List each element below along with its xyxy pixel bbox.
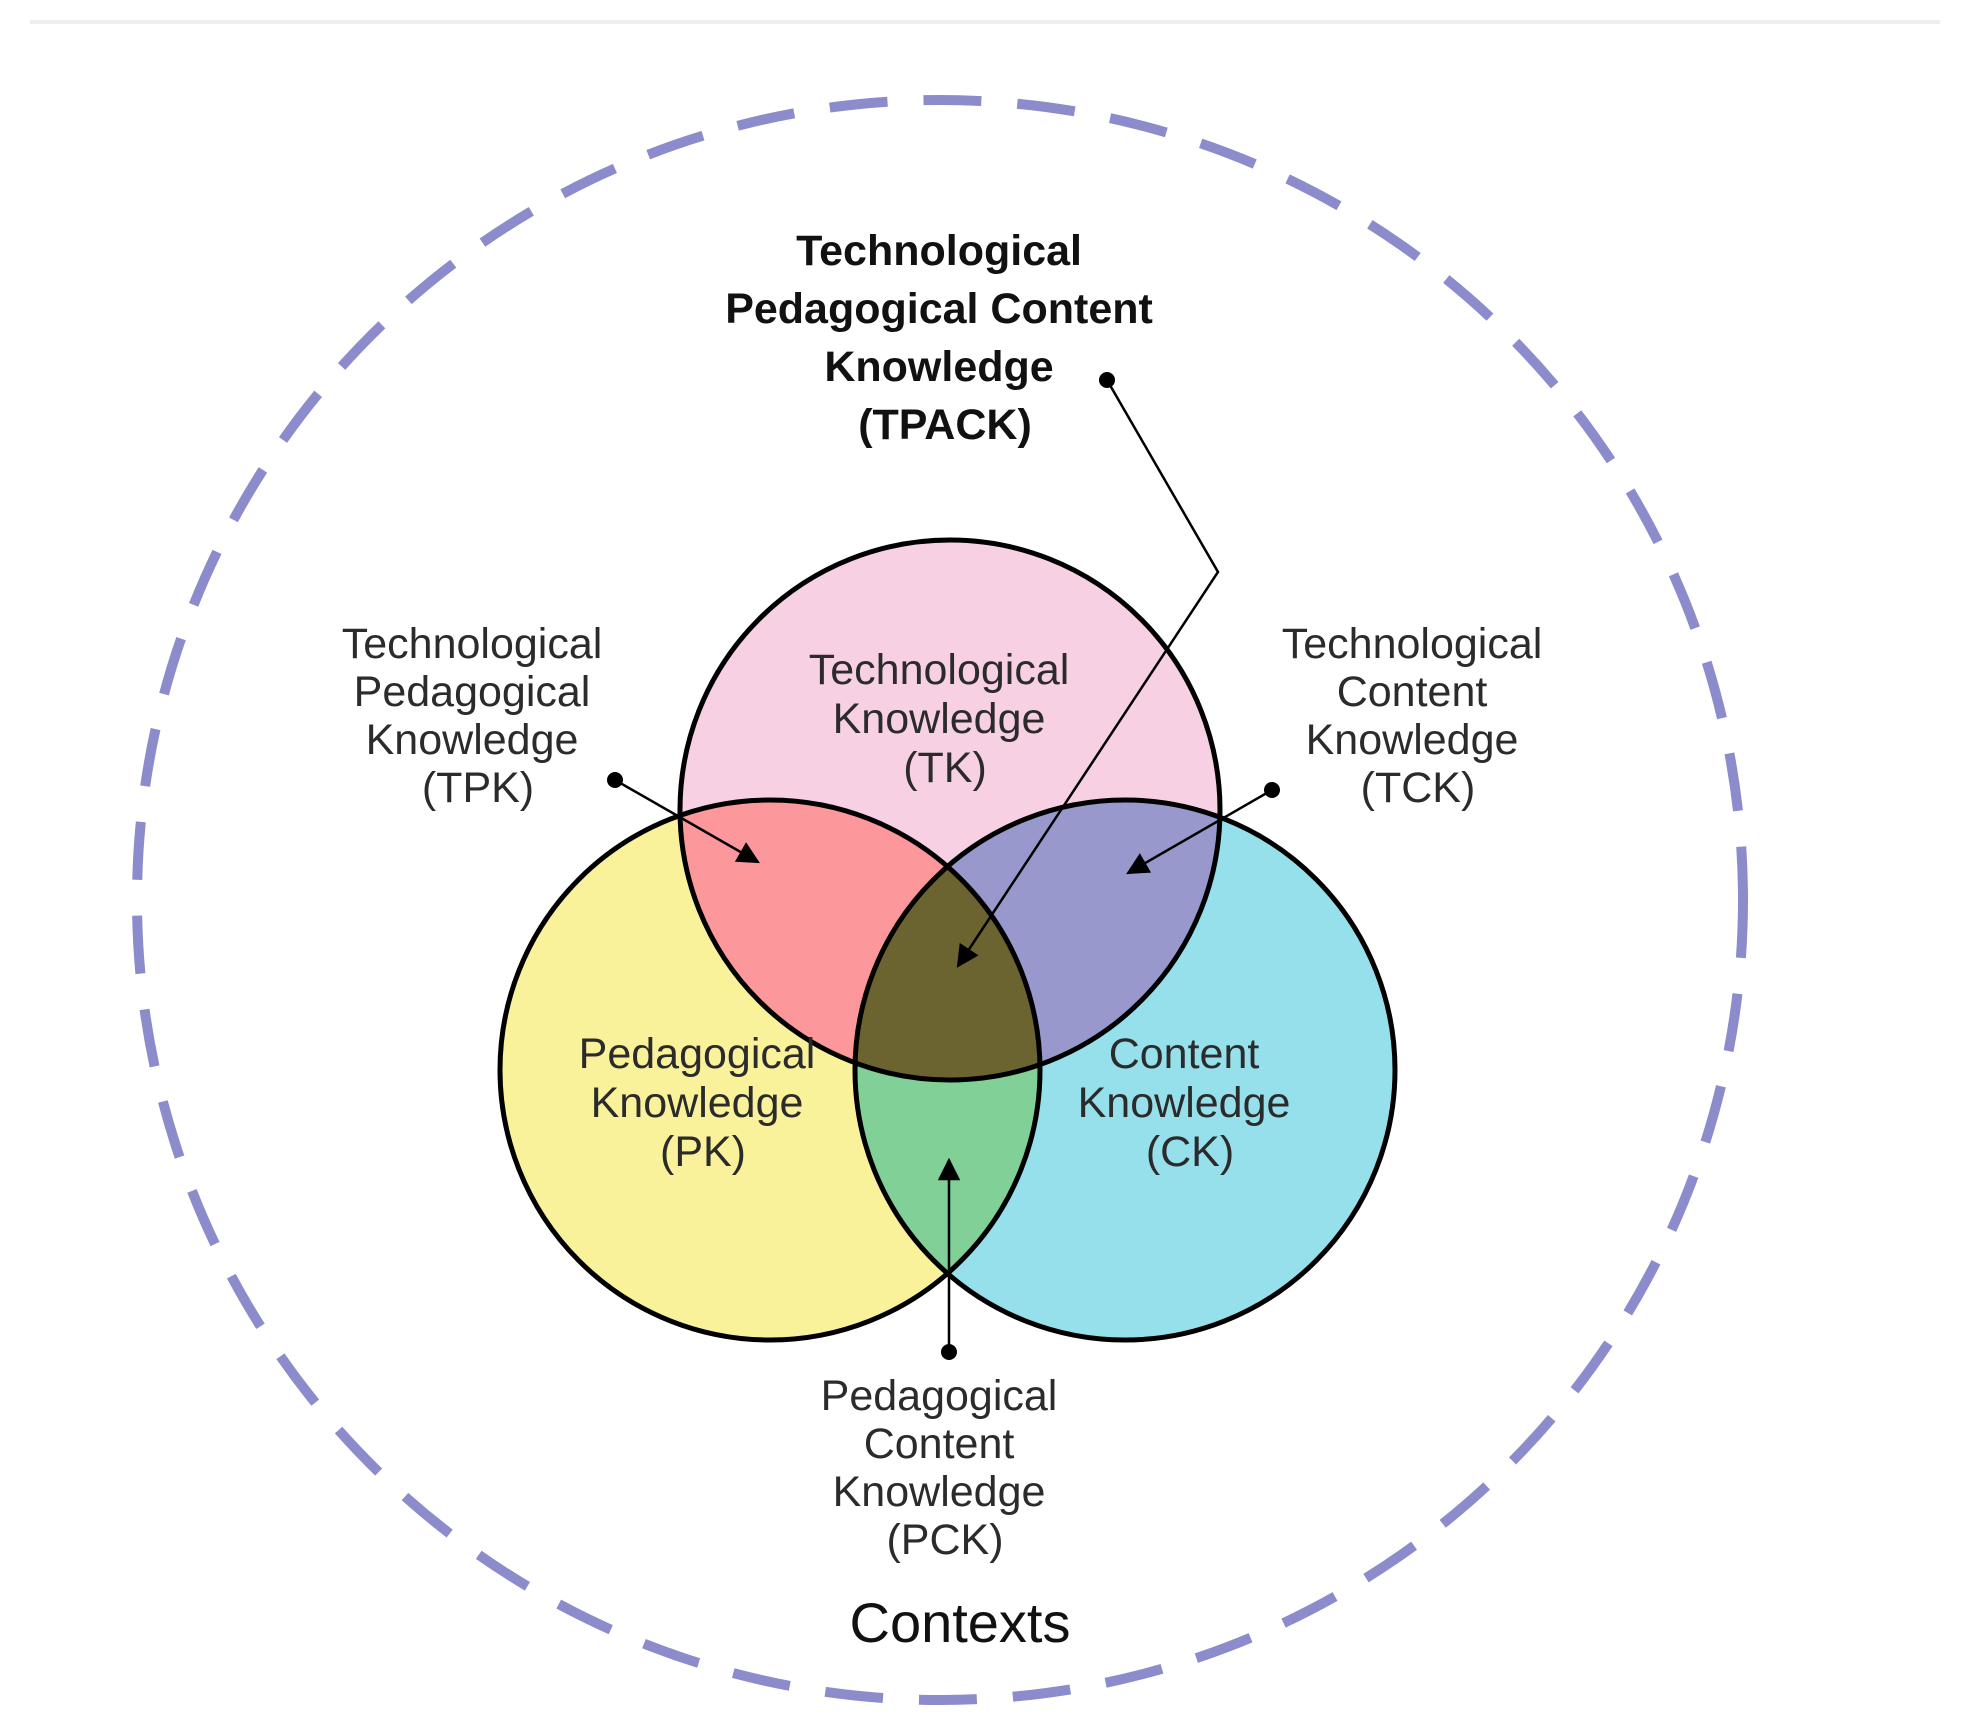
tpk-label-line-1: Technological xyxy=(342,620,603,668)
tpk-leader-line xyxy=(614,778,760,864)
pck-label-line-3: Knowledge xyxy=(833,1468,1046,1516)
ck-label-line-2: Knowledge xyxy=(1078,1079,1291,1127)
tpk-label-line-3: Knowledge xyxy=(366,716,579,764)
tck-label-line-4: (TCK) xyxy=(1361,764,1476,812)
pck-label-line-4: (PCK) xyxy=(886,1516,1003,1564)
tk-label: Technological Knowledge (TK) xyxy=(809,646,1082,792)
pk-label-line-2: Knowledge xyxy=(591,1079,804,1127)
tck-leader-dot xyxy=(1264,782,1280,798)
tk-outline xyxy=(677,537,1223,1083)
tpk-label-line-2: Pedagogical xyxy=(354,668,591,716)
tpack-leader-line xyxy=(956,379,1220,968)
pck-leader-dot xyxy=(941,1344,957,1360)
pck-label: Pedagogical Content Knowledge (PCK) xyxy=(821,1372,1070,1564)
tck-label-line-3: Knowledge xyxy=(1306,716,1519,764)
tk-label-line-3: (TK) xyxy=(903,744,987,792)
contexts-ring xyxy=(132,95,1748,1705)
pk-label-line-1: Pedagogical xyxy=(579,1030,816,1078)
tpack-label-line-3: Knowledge xyxy=(824,343,1053,391)
tck-label: Technological Content Knowledge (TCK) xyxy=(1282,620,1555,812)
ck-label-line-3: (CK) xyxy=(1146,1128,1234,1176)
tpack-label-line-4: (TPACK) xyxy=(858,401,1032,449)
tk-label-line-1: Technological xyxy=(809,646,1070,694)
tck-leader-line xyxy=(1126,788,1273,875)
pck-label-line-1: Pedagogical xyxy=(821,1372,1058,1420)
pk-label: Pedagogical Knowledge (PK) xyxy=(579,1030,828,1176)
pk-outline xyxy=(497,797,1043,1343)
contexts-label: Contexts xyxy=(850,1591,1071,1654)
tpk-leader-dot xyxy=(607,772,623,788)
tpack-label-line-1: Technological xyxy=(796,227,1082,275)
ck-outline xyxy=(852,797,1398,1343)
tpack-label-line-2: Pedagogical Content xyxy=(725,285,1153,333)
tpk-label-line-4: (TPK) xyxy=(422,764,534,812)
pk-label-line-3: (PK) xyxy=(660,1128,746,1176)
ck-label-line-1: Content xyxy=(1109,1030,1260,1078)
tpack-overlap-region xyxy=(855,800,1040,1080)
tpack-label: Technological Pedagogical Content Knowle… xyxy=(725,227,1165,449)
tck-label-line-1: Technological xyxy=(1282,620,1543,668)
top-divider xyxy=(30,20,1940,24)
pck-label-line-2: Content xyxy=(864,1420,1015,1468)
tk-label-line-2: Knowledge xyxy=(833,695,1046,743)
tpack-leader-dot xyxy=(1099,372,1115,388)
ck-label: Content Knowledge (CK) xyxy=(1078,1030,1303,1176)
tpk-label: Technological Pedagogical Knowledge (TPK… xyxy=(342,620,615,812)
tck-label-line-2: Content xyxy=(1337,668,1488,716)
